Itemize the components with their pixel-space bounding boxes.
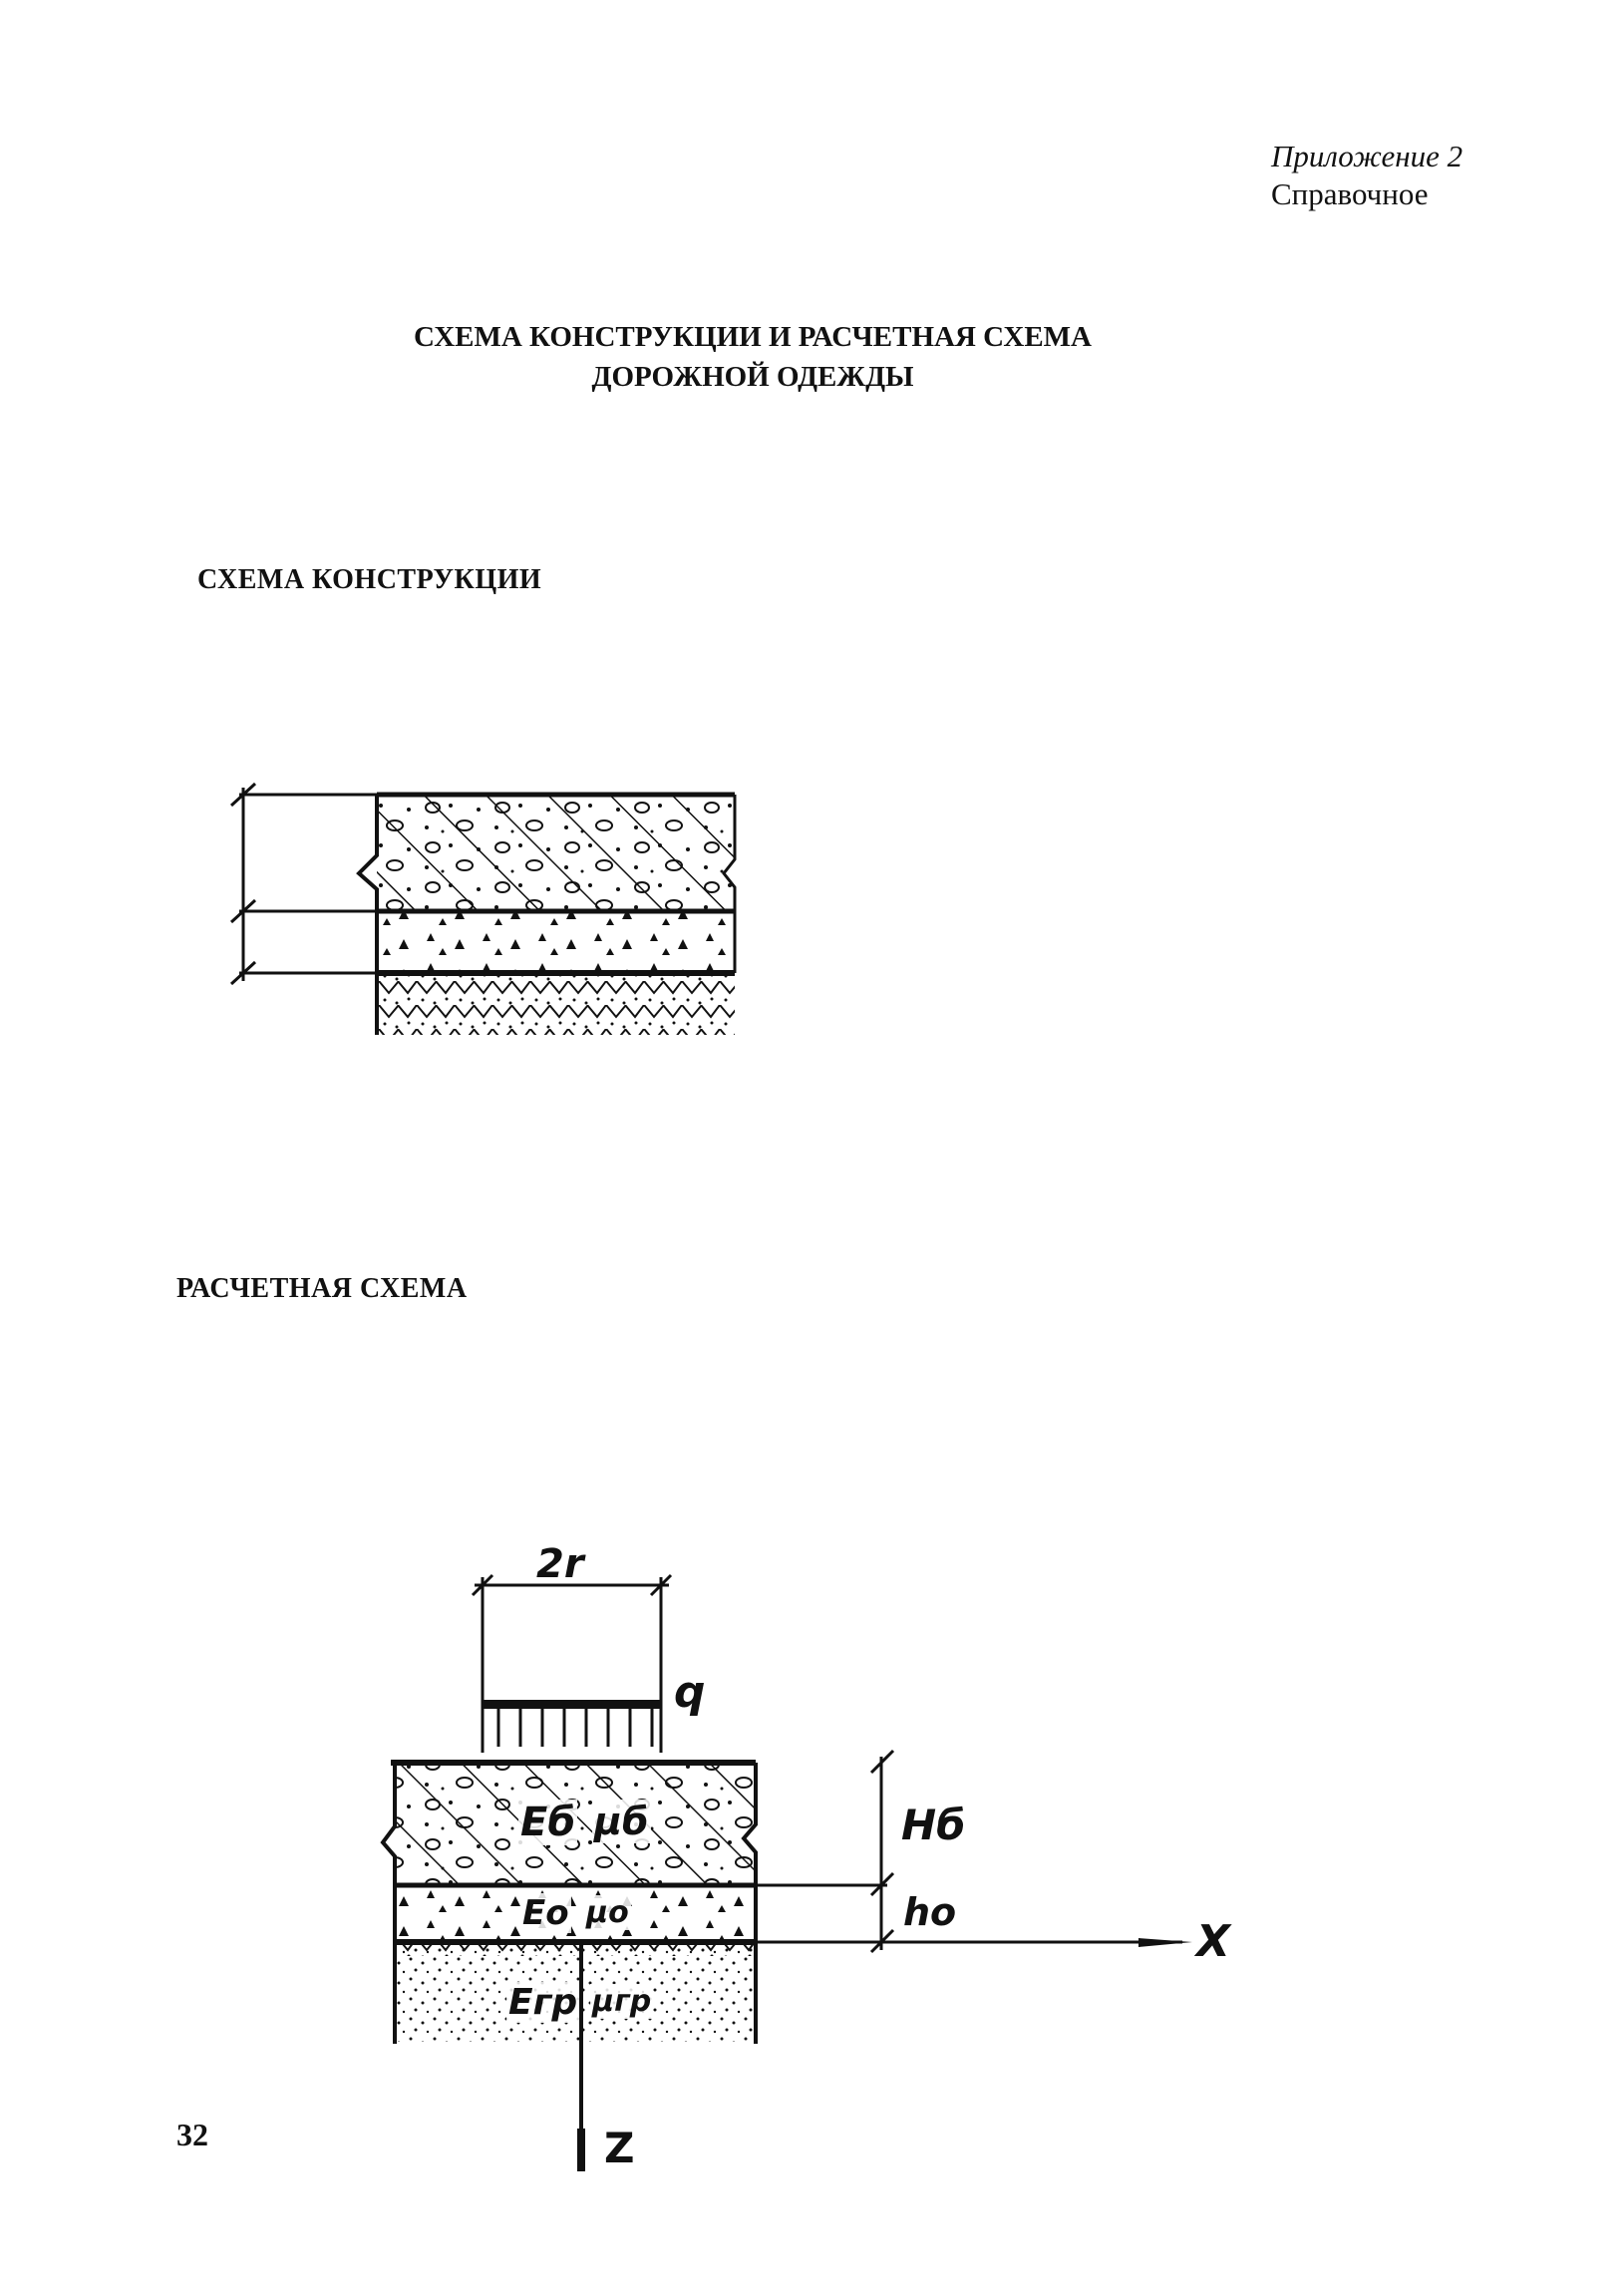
label-base-poisson: μо [584,1895,631,1930]
label-slab-poisson: μб [592,1800,651,1843]
section-heading-calculation: РАСЧЕТНАЯ СХЕМА [176,1273,468,1304]
document-title-line-1: СХЕМА КОНСТРУКЦИИ И РАСЧЕТНАЯ СХЕМА [414,321,1092,353]
document-title-line-2: ДОРОЖНОЙ ОДЕЖДЫ [591,361,914,393]
appendix-type: Справочное [1271,176,1429,211]
label-soil-poisson: μгр [590,1984,654,2019]
axis-z-label: Z [604,2124,635,2172]
section-heading-construction: СХЕМА КОНСТРУКЦИИ [197,564,542,595]
axis-x-label: X [1196,1916,1230,1967]
construction-layers [229,782,737,1035]
label-slab-thickness: Hб [901,1801,966,1849]
appendix-label: Приложение 2 [1271,139,1463,173]
label-soil-modulus: Eгр [506,1982,580,2023]
calculation-scheme [380,1573,1192,2171]
page-number: 32 [176,2117,208,2152]
label-base-modulus: Eо [520,1893,571,1933]
label-slab-modulus: Eб [518,1800,578,1845]
label-load-width: 2r [536,1541,584,1587]
label-base-thickness: hо [903,1890,957,1934]
label-load-q: q [674,1667,706,1718]
